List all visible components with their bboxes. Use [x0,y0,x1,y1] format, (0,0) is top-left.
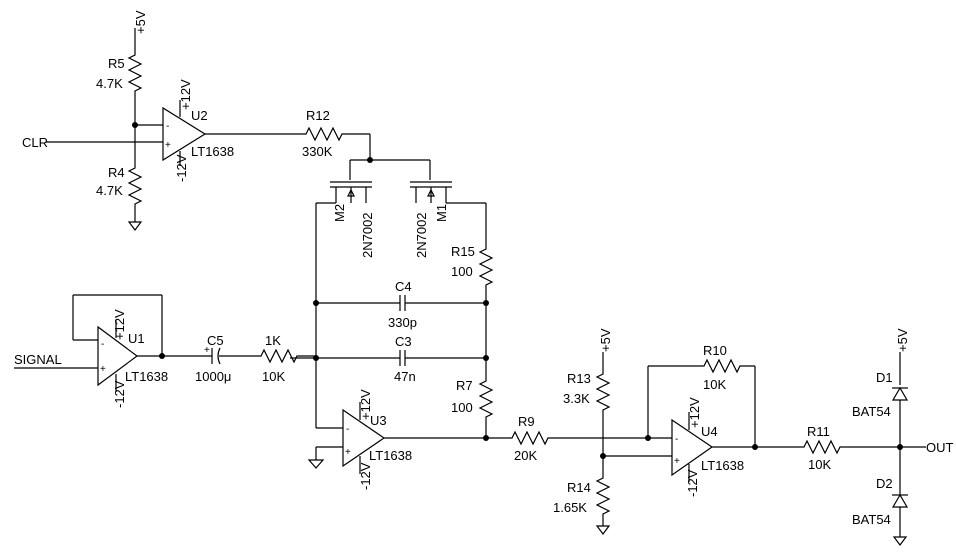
c3-ref: C3 [395,334,412,349]
r15-resistor [478,243,494,303]
u2-vminus: -12V [174,154,189,182]
u4-section: +5V R13 3.3K R14 1.65K R10 10K - + +12V … [553,328,900,535]
m2-ref: M2 [332,204,347,222]
u1-section: SIGNAL - + +12V -12V U1 LT1638 + C5 1000… [14,294,316,408]
mosfet-section: M2 2N7002 2N7002 M1 R15 100 C4 [290,181,494,441]
clr-label: CLR [22,135,48,150]
r11-ref: R11 [807,424,830,439]
r12-value: 330K [302,144,333,159]
r14-value: 1.65K [553,500,587,515]
r13-value: 3.3K [563,391,590,406]
svg-text:+: + [204,345,210,356]
svg-text:-: - [166,121,169,132]
svg-text:+: + [165,140,171,151]
u4-ref: U4 [701,424,718,439]
u3-vplus: +12V [358,389,373,420]
r15-value: 100 [451,264,473,279]
r4-ground [127,221,143,231]
r10-resistor [700,358,755,374]
c4-ref: C4 [395,279,412,294]
r7-ref: R7 [456,378,473,393]
u2-section: +5V R5 4.7K R4 4.7K CLR - + +12V -12V U2… [22,10,431,231]
r15-ref: R15 [451,244,475,259]
m2-part: 2N7002 [360,212,375,258]
c5-ref: C5 [207,333,224,348]
r9-ref: R9 [518,414,535,429]
d1-rail-label: +5V [895,328,910,352]
r12-ref: R12 [306,108,330,123]
m1-mosfet: 2N7002 M1 [410,181,486,258]
d1-part: BAT54 [852,404,891,419]
r11-resistor [800,439,900,455]
u4-opamp [671,418,714,477]
r4-ref: R4 [108,165,125,180]
u1-opamp [97,325,139,387]
r4-resistor [127,162,143,212]
c4-value: 330p [388,315,417,330]
r11-value: 10K [808,457,831,472]
u4-part: LT1638 [701,458,744,473]
svg-text:-: - [346,424,349,435]
d2-part: BAT54 [852,512,891,527]
svg-text:-: - [675,434,678,445]
u4-vminus: -12V [685,469,700,497]
u3-section: - + +12V -12V U3 LT1638 R9 20K [307,389,672,490]
r7-value: 100 [451,400,473,415]
r14-resistor [595,456,611,526]
u3-opamp [342,408,386,468]
u1-part: LT1638 [125,369,168,384]
svg-text:-: - [101,339,104,350]
r9-resistor [508,430,672,446]
u1-ref: U1 [128,331,145,346]
r1k-ref: 1K [265,333,281,348]
m1-part: 2N7002 [414,212,429,258]
u1-vminus: -12V [112,380,127,408]
r1k-value: 10K [262,369,285,384]
u3-part: LT1638 [369,448,412,463]
r14-ground [595,525,611,535]
u4-vplus: +12V [687,397,702,428]
r13-ref: R13 [567,371,591,386]
c3-value: 47n [394,369,416,384]
r9-value: 20K [514,448,537,463]
u2-opamp [162,106,207,162]
c5-value: 1000μ [195,369,231,384]
m2-mosfet: M2 2N7002 [316,181,375,258]
r5-value: 4.7K [96,76,123,91]
svg-text:+: + [100,364,106,375]
r4-value: 4.7K [96,183,123,198]
r12-resistor [300,126,370,142]
u3-ref: U3 [370,413,387,428]
r13-rail-label: +5V [598,328,613,352]
r1k-resistor [255,348,316,364]
d1-ref: D1 [876,370,893,385]
svg-text:+: + [674,456,680,467]
u3-vminus: -12V [358,462,373,490]
r5-rail-label: +5V [133,10,148,34]
u3-ground [307,459,325,469]
svg-text:+: + [345,447,351,458]
u1-vplus: +12V [112,309,127,340]
r7-resistor [478,375,494,438]
r5-ref: R5 [108,56,125,71]
r10-value: 10K [703,377,726,392]
signal-label: SIGNAL [14,352,62,367]
r14-ref: R14 [567,480,591,495]
out-label: OUT [926,440,954,455]
m1-ref: M1 [434,204,449,222]
r13-resistor [595,368,611,456]
r10-ref: R10 [703,343,727,358]
u2-vplus: +12V [178,79,193,110]
u2-ref: U2 [191,108,208,123]
u2-part: LT1638 [191,144,234,159]
output-clamp-section: +5V D1 BAT54 OUT D2 BAT54 [852,328,954,546]
d2-ref: D2 [876,476,893,491]
r5-resistor [127,48,143,98]
d2-ground [892,536,908,546]
